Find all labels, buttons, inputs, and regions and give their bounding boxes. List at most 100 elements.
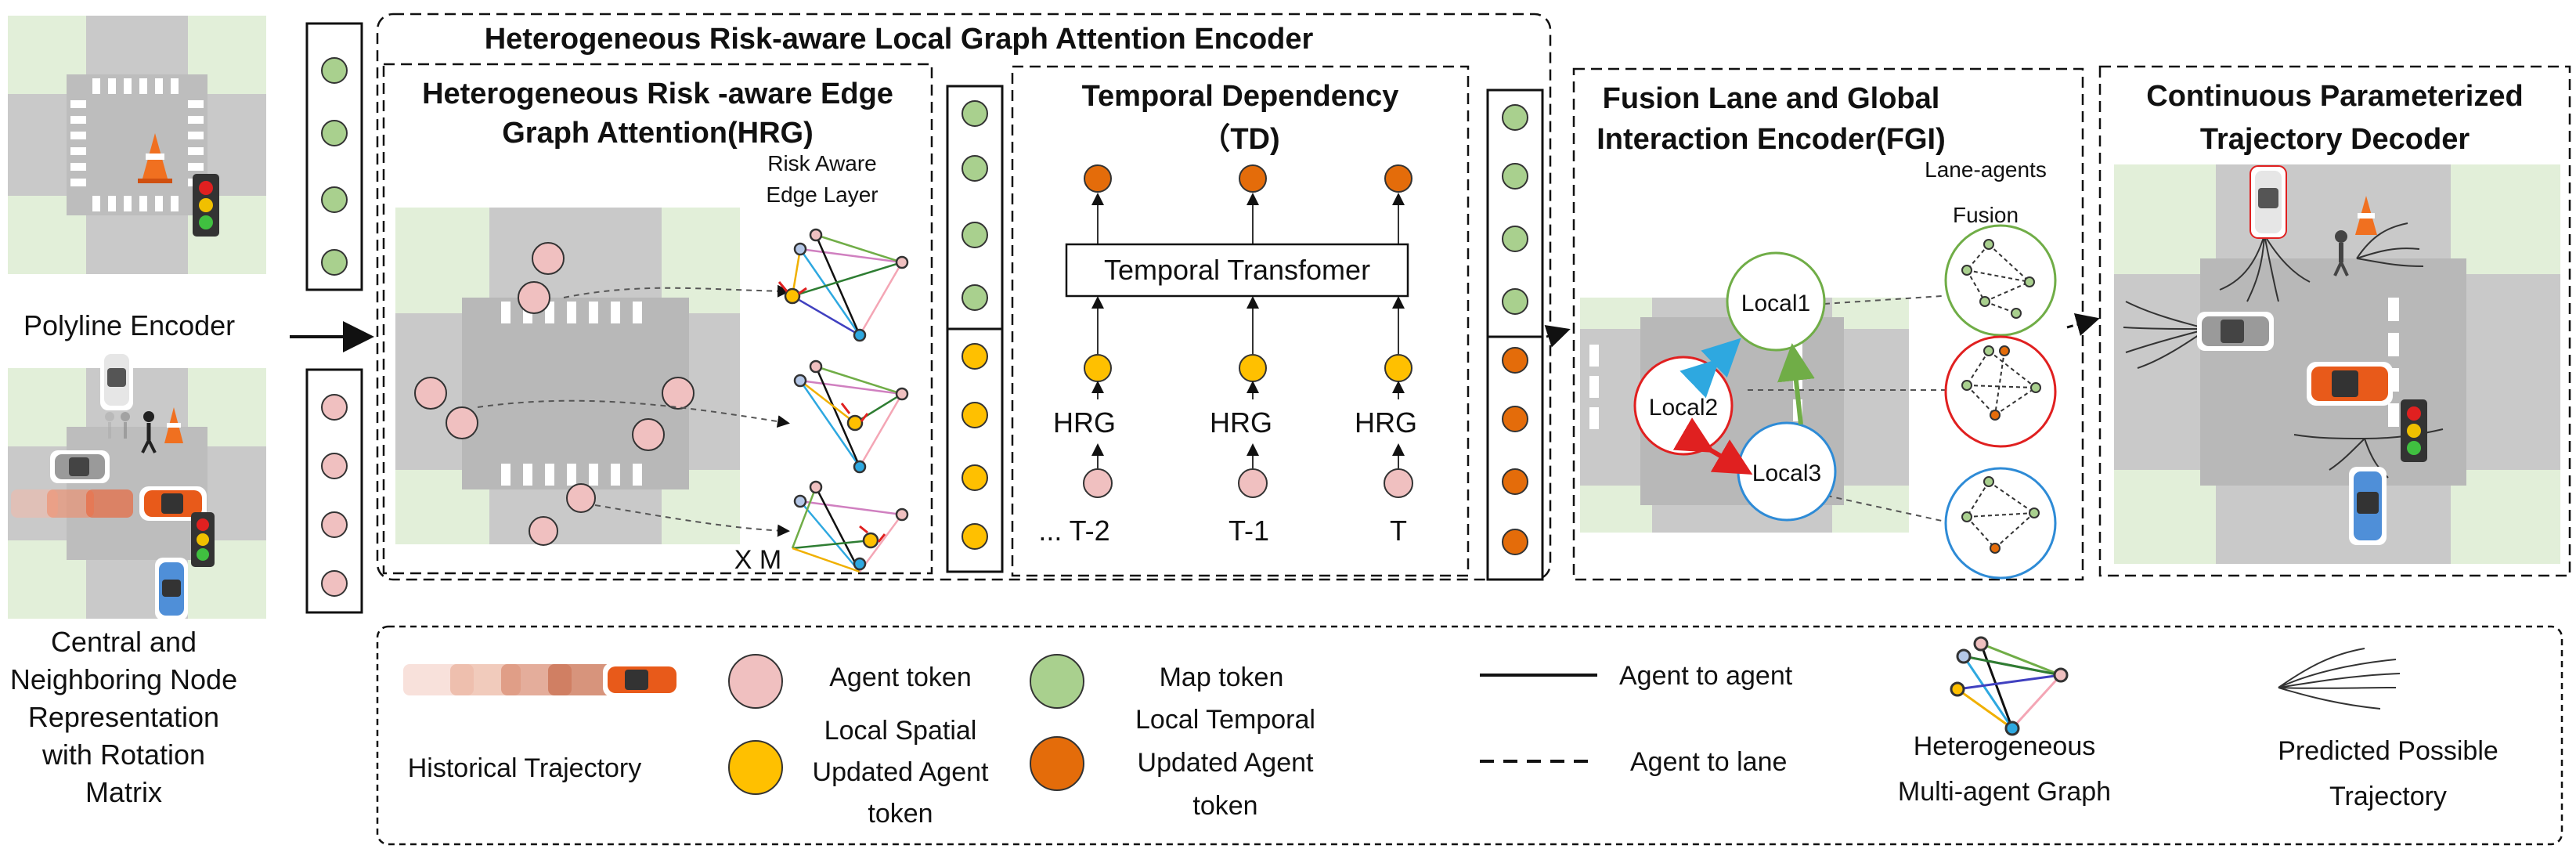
traffic-light-icon [191, 512, 215, 567]
local2-label: Local2 [1649, 395, 1718, 421]
legend-spatial-1: Local Spatial [824, 716, 977, 746]
to-decoder-arrow [2066, 312, 2100, 336]
agent-token [414, 377, 447, 410]
hrg-step-label: HRG [1355, 406, 1417, 439]
temporal-token [1502, 468, 1528, 495]
agent-token [566, 483, 596, 513]
map-token [321, 57, 348, 84]
map-token [321, 186, 348, 213]
local1-label: Local1 [1741, 291, 1810, 316]
fgi-title-2: Interaction Encoder(FGI) [1596, 123, 1945, 156]
map-token [1502, 163, 1528, 190]
temporal-token [1239, 164, 1267, 193]
legend-predicted-icon [2278, 648, 2401, 710]
risk-edge-graph-3 [791, 480, 909, 573]
lane-agents-fusion-2: Fusion [1953, 203, 2019, 227]
local3-node: Local3 [1737, 421, 1837, 522]
legend-map-token-label: Map token [1160, 663, 1284, 692]
hrg-title-1: Heterogeneous Risk -aware Edge [422, 78, 893, 110]
legend-predicted-2: Trajectory [2329, 782, 2447, 811]
hrg-title-2: Graph Attention(HRG) [502, 117, 814, 150]
agent-token [321, 570, 348, 597]
to-fgi-arrow [1544, 325, 1571, 348]
legend-hetero-2: Multi-agent Graph [1898, 777, 2111, 807]
central-line-1: Central and [51, 626, 197, 658]
local3-label: Local3 [1752, 461, 1821, 486]
central-line-4: with Rotation [41, 739, 205, 771]
polyline-encoder-label: Polyline Encoder [23, 309, 235, 341]
central-line-3: Representation [28, 701, 219, 733]
legend-temporal-3: token [1192, 791, 1257, 821]
temporal-token [1502, 529, 1528, 555]
agent-token [532, 242, 565, 275]
car-icon [2307, 362, 2393, 406]
legend-temporal-swatch [1030, 736, 1084, 791]
legend-agent-token-label: Agent token [829, 663, 971, 692]
agent-token-column [305, 368, 363, 614]
hrlgae-title: Heterogeneous Risk-aware Local Graph Att… [485, 23, 1314, 56]
risk-edge-graph-1 [777, 228, 909, 342]
car-icon [139, 486, 207, 521]
central-representation-label: Central and Neighboring Node Representat… [10, 626, 237, 808]
traffic-light-icon [2401, 399, 2427, 462]
hrg-agents [414, 242, 695, 546]
spatial-token [961, 343, 988, 370]
historical-trail [11, 489, 133, 518]
risk-aware-1: Risk Aware [767, 151, 877, 175]
bottom-intersection-scene [8, 349, 266, 620]
legend-spatial-swatch [728, 740, 783, 795]
time-step-t: T [1390, 515, 1407, 547]
fusion-graph-red [1944, 335, 2057, 448]
car-icon [2249, 165, 2287, 239]
legend-historical-label: Historical Trajectory [408, 753, 642, 783]
legend-map-token-swatch [1030, 654, 1084, 709]
legend-historical: Historical Trajectory [403, 663, 681, 783]
agent-token [321, 453, 348, 479]
fgi-title-1: Fusion Lane and Global [1603, 82, 1940, 115]
fusion-graph-green [1944, 224, 2057, 337]
spatial-output-column [946, 85, 1004, 573]
legend-predicted-1: Predicted Possible [2278, 736, 2498, 766]
pedestrian-icon [2333, 230, 2349, 276]
legend-temporal-1: Local Temporal [1135, 705, 1315, 735]
map-token [1502, 288, 1528, 315]
spatial-token [961, 523, 988, 550]
temporal-token [1384, 164, 1412, 193]
spatial-token [1384, 354, 1412, 382]
traffic-light-icon [193, 174, 219, 237]
top-intersection-scene [8, 16, 266, 274]
hrg-step-label: HRG [1053, 406, 1116, 439]
pedestrian-icon [105, 411, 157, 453]
decoder-title-1: Continuous Parameterized [2146, 80, 2523, 113]
temporal-token [1502, 347, 1528, 374]
traffic-cone-icon [164, 407, 183, 443]
spatial-token [961, 402, 988, 428]
spatial-token [1084, 354, 1112, 382]
agent-token [662, 377, 695, 410]
map-token [961, 222, 988, 248]
td-title-2: （TD) [1200, 123, 1279, 156]
legend-agent-to-lane: Agent to lane [1630, 747, 1787, 777]
local3-local1-edge [1777, 343, 1815, 425]
map-token [1502, 226, 1528, 252]
legend-hetero-graph-icon [1950, 636, 2069, 736]
agent-token [1083, 468, 1113, 498]
temporal-transformer-label: Temporal Transfomer [1104, 254, 1370, 286]
traffic-cone-icon [138, 133, 172, 183]
agent-token [1238, 468, 1268, 498]
risk-aware-2: Edge Layer [766, 182, 878, 207]
fusion-graph-blue [1944, 467, 2057, 580]
agent-token [321, 394, 348, 421]
hrg-step-label: HRG [1210, 406, 1272, 439]
td-columns: Temporal Transfomer HRG HRG HRG ... T-2 … [1038, 164, 1417, 547]
temporal-token [1502, 406, 1528, 432]
legend-box [376, 625, 2563, 846]
car-icon [2349, 467, 2387, 545]
legend-agent-token-swatch [728, 654, 783, 709]
car-icon [50, 450, 110, 483]
legend-spatial-2: Updated Agent [813, 757, 990, 787]
fgi-dashed-links [1748, 295, 1946, 522]
spatial-token [961, 464, 988, 491]
map-token [961, 284, 988, 311]
local1-local2-edge [1679, 338, 1741, 399]
